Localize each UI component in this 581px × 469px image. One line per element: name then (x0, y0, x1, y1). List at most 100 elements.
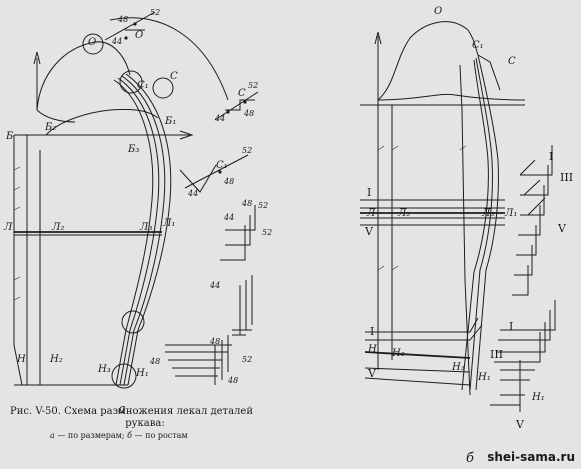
label-b-a: Б (5, 131, 14, 142)
label-iii-right-b: III (560, 171, 573, 184)
label-c2-a: С (238, 88, 246, 99)
legend-sep-b: — (134, 431, 143, 440)
axis-arrow-right-a (179, 130, 194, 140)
size-diag-top-a (104, 11, 156, 41)
label-44-elbow-a: 44 (223, 213, 234, 222)
label-48c-cuff-a: 48 (227, 376, 238, 385)
label-v-cuff-b: V (367, 367, 377, 380)
label-i-right-b: I (549, 150, 553, 163)
label-v-lower-b: V (515, 418, 525, 431)
label-i-lower-b: I (509, 320, 513, 333)
label-52-cuff-a: 52 (242, 355, 252, 364)
label-l-a: Л (3, 222, 13, 233)
elbow-seam-2-b (469, 57, 493, 391)
label-48-c1-a: 48 (223, 177, 234, 186)
label-52-top-a: 52 (150, 8, 160, 17)
sleeve-cap-b (377, 21, 479, 101)
size-verticals-cuff-a (214, 335, 229, 385)
cuff-band-4-b (364, 367, 471, 373)
size-wedge-c1-a (179, 164, 217, 193)
label-h1-a: Н₁ (135, 368, 149, 379)
sleeve-cap-a (36, 41, 131, 111)
label-b2-a: Б₂ (44, 122, 56, 133)
panel-a: О С С₁ Б Б₂ Б₃ Б₁ Л Л₂ Л₃ Л₁ Н Н₂ Н₃ Н₁ … (3, 8, 272, 417)
height-diag-upper-b (519, 159, 546, 216)
label-b1-a: Б₁ (164, 116, 176, 127)
elbow-seam-3-b (461, 59, 489, 391)
legend-a-key: а (50, 431, 55, 440)
caption-legend: а — по размерам; б — по ростам (50, 431, 188, 440)
size-dot-52-top-a (133, 22, 137, 26)
size-verticals-elbow-a (239, 275, 253, 335)
label-o2-a: О (135, 30, 143, 41)
panel-label-a: а (118, 402, 126, 417)
label-l2-a: Л₂ (51, 222, 64, 233)
label-l1-b: Л₁ (504, 208, 517, 219)
label-48-elbow-a: 48 (241, 199, 252, 208)
size-dot-48-c1-a (218, 170, 222, 174)
circle-o-a (82, 33, 104, 55)
legend-b-key: б (127, 431, 133, 440)
label-b3-a: Б₃ (127, 144, 139, 155)
label-48-top-a: 48 (117, 15, 128, 24)
elbow-seam-2-a (121, 75, 166, 386)
size-dot-52-c-a (243, 100, 247, 104)
label-48b-cuff-a: 48 (149, 357, 160, 366)
label-v-elbow-b: V (364, 225, 374, 238)
label-c1b-a: С₁ (216, 160, 228, 171)
legend-a-text: по размерам (67, 431, 122, 440)
elbow-seam-3-a (125, 73, 172, 386)
label-44b-elbow-a: 44 (209, 281, 220, 290)
label-i-cuff-b: I (370, 325, 374, 338)
label-v-right-b: V (557, 222, 567, 235)
elbow-seam-1-b (475, 54, 499, 391)
label-l1-a: Л₁ (162, 218, 175, 229)
label-h1-b: Н₁ (477, 372, 491, 383)
label-44-c1-a: 44 (187, 189, 198, 198)
circle-c1-a (119, 70, 143, 94)
size-bars-elbow-a (232, 329, 252, 336)
cap-base-b (377, 93, 526, 101)
label-l-b: Л (366, 208, 376, 219)
outer-arc-a (109, 17, 229, 101)
label-c1-b: С₁ (472, 40, 484, 51)
size-diag-c-a (214, 91, 259, 121)
size-steps-elbow-a (220, 205, 256, 261)
label-h-a: Н (16, 354, 26, 365)
size-steps-cuff-a (165, 344, 232, 377)
left-seam-a (13, 135, 23, 386)
panel-label-b: б (466, 451, 474, 466)
height-bars-lower-b (490, 369, 535, 406)
caption-line-1: Рис. V-50. Схема размножения лекал детал… (10, 406, 253, 417)
label-c-b: С (508, 56, 516, 67)
elbow-seam-4-a (113, 79, 154, 386)
label-i-elbow-b: I (367, 186, 371, 199)
elbow-seam-1-a (117, 77, 160, 386)
label-l3-b: Л₃ (481, 208, 494, 219)
label-h-b: Н (367, 344, 377, 355)
circle-elbow-a (121, 310, 145, 334)
label-h3-b: Н₃ (451, 362, 465, 373)
caption-line-2: рукава: (125, 418, 165, 429)
panel-b: О С₁ С I Л V Л₂ Л₃ Л₁ I Н V Н₂ Н₃ Н₁ I I… (360, 6, 573, 466)
label-52b-elbow-a: 52 (262, 228, 272, 237)
label-iii-lower-b: III (490, 348, 503, 361)
legend-sep-a: — (57, 431, 66, 440)
label-48-cuff-a: 48 (209, 337, 220, 346)
figure-caption: Рис. V-50. Схема размножения лекал детал… (10, 406, 280, 441)
cap-seam-a (45, 109, 159, 136)
size-dot-44-top-a (124, 36, 128, 40)
notches-left-a (13, 166, 21, 301)
label-c1-a: С₁ (137, 80, 149, 91)
size-dot-44-c-a (226, 110, 230, 114)
c1-c-b (477, 54, 501, 91)
label-h2-b: Н₂ (391, 348, 405, 359)
label-l2-b: Л₂ (397, 208, 410, 219)
circle-h1-a (111, 363, 137, 389)
size-diag-c1-a (184, 154, 249, 189)
label-h1-lower-b: Н₁ (531, 392, 545, 403)
underarm-curve-a (36, 109, 76, 123)
height-steps-lower-b (494, 300, 556, 363)
label-44-top-a: 44 (111, 37, 122, 46)
